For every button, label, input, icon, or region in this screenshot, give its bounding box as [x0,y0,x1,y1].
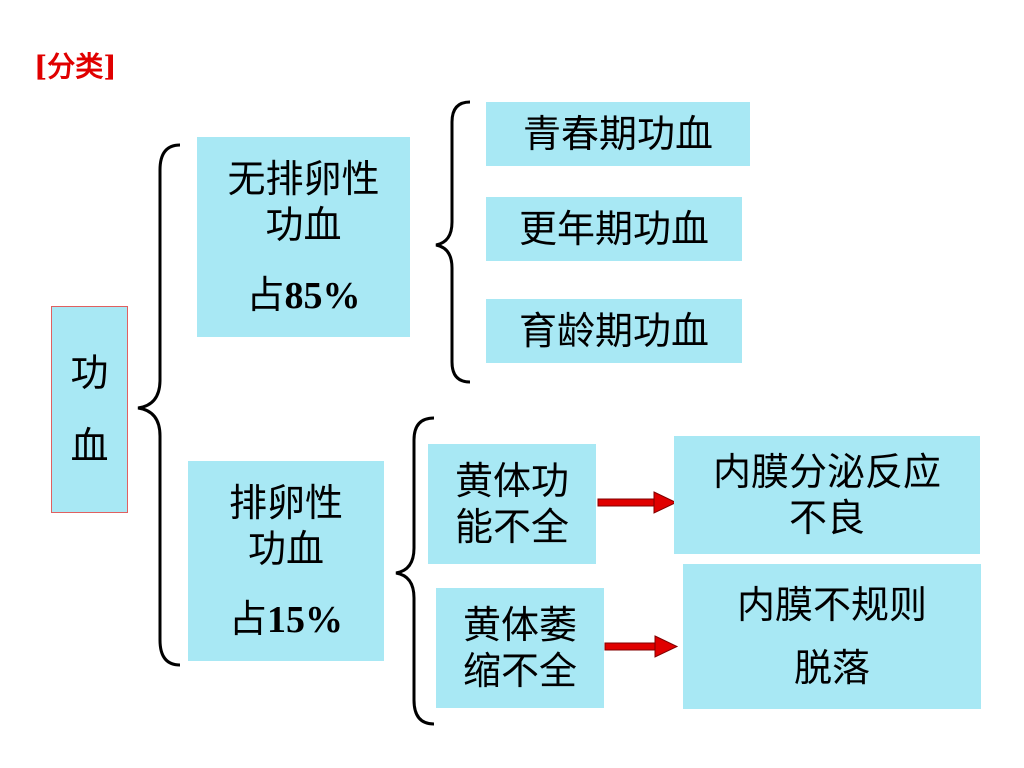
ovulatory-box: 排卵性 功血 占15% [188,461,384,661]
ovulatory-line1: 排卵性 [228,480,343,525]
subtype-menopause: 更年期功血 [486,197,742,261]
main-bracket [137,143,181,667]
result-irregular-shedding-line1: 内膜不规则 [736,582,927,627]
page-title: [分类] [34,50,117,83]
ovulatory-line2: 功血 [247,526,324,571]
root-box-dub: 功 血 [51,306,128,513]
arrow-luteal-regression [604,635,679,658]
root-label-line1: 功 [70,351,109,396]
cause-luteal-insufficiency: 黄体功 能不全 [428,444,596,564]
result-irregular-shedding-line2: 脱落 [793,646,870,691]
result-poor-secretory-line1: 内膜分泌反应 [712,450,941,494]
anovulatory-percentage: 占85% [246,272,361,317]
cause-luteal-regression: 黄体萎 缩不全 [436,588,604,708]
subtype-reproductive: 育龄期功血 [486,299,742,363]
result-poor-secretory-line2: 不良 [788,496,865,540]
ovulatory-percentage: 占15% [228,596,343,641]
result-irregular-shedding: 内膜不规则 脱落 [683,564,981,709]
subtype-puberty: 青春期功血 [486,102,750,166]
cause-luteal-regression-line2: 缩不全 [462,649,577,693]
anovulatory-line1: 无排卵性 [227,156,380,201]
cause-luteal-regression-line1: 黄体萎 [462,603,577,647]
cause-luteal-insufficiency-line2: 能不全 [454,505,569,549]
cause-luteal-insufficiency-line1: 黄体功 [454,459,569,503]
anovulatory-line2: 功血 [265,202,342,247]
root-label-line2: 血 [70,423,109,468]
arrow-luteal-insufficiency [597,491,678,514]
anovulatory-bracket [435,100,471,384]
result-poor-secretory-response: 内膜分泌反应 不良 [674,436,980,554]
ovulatory-bracket [395,416,435,726]
anovulatory-box: 无排卵性 功血 占85% [197,137,410,337]
